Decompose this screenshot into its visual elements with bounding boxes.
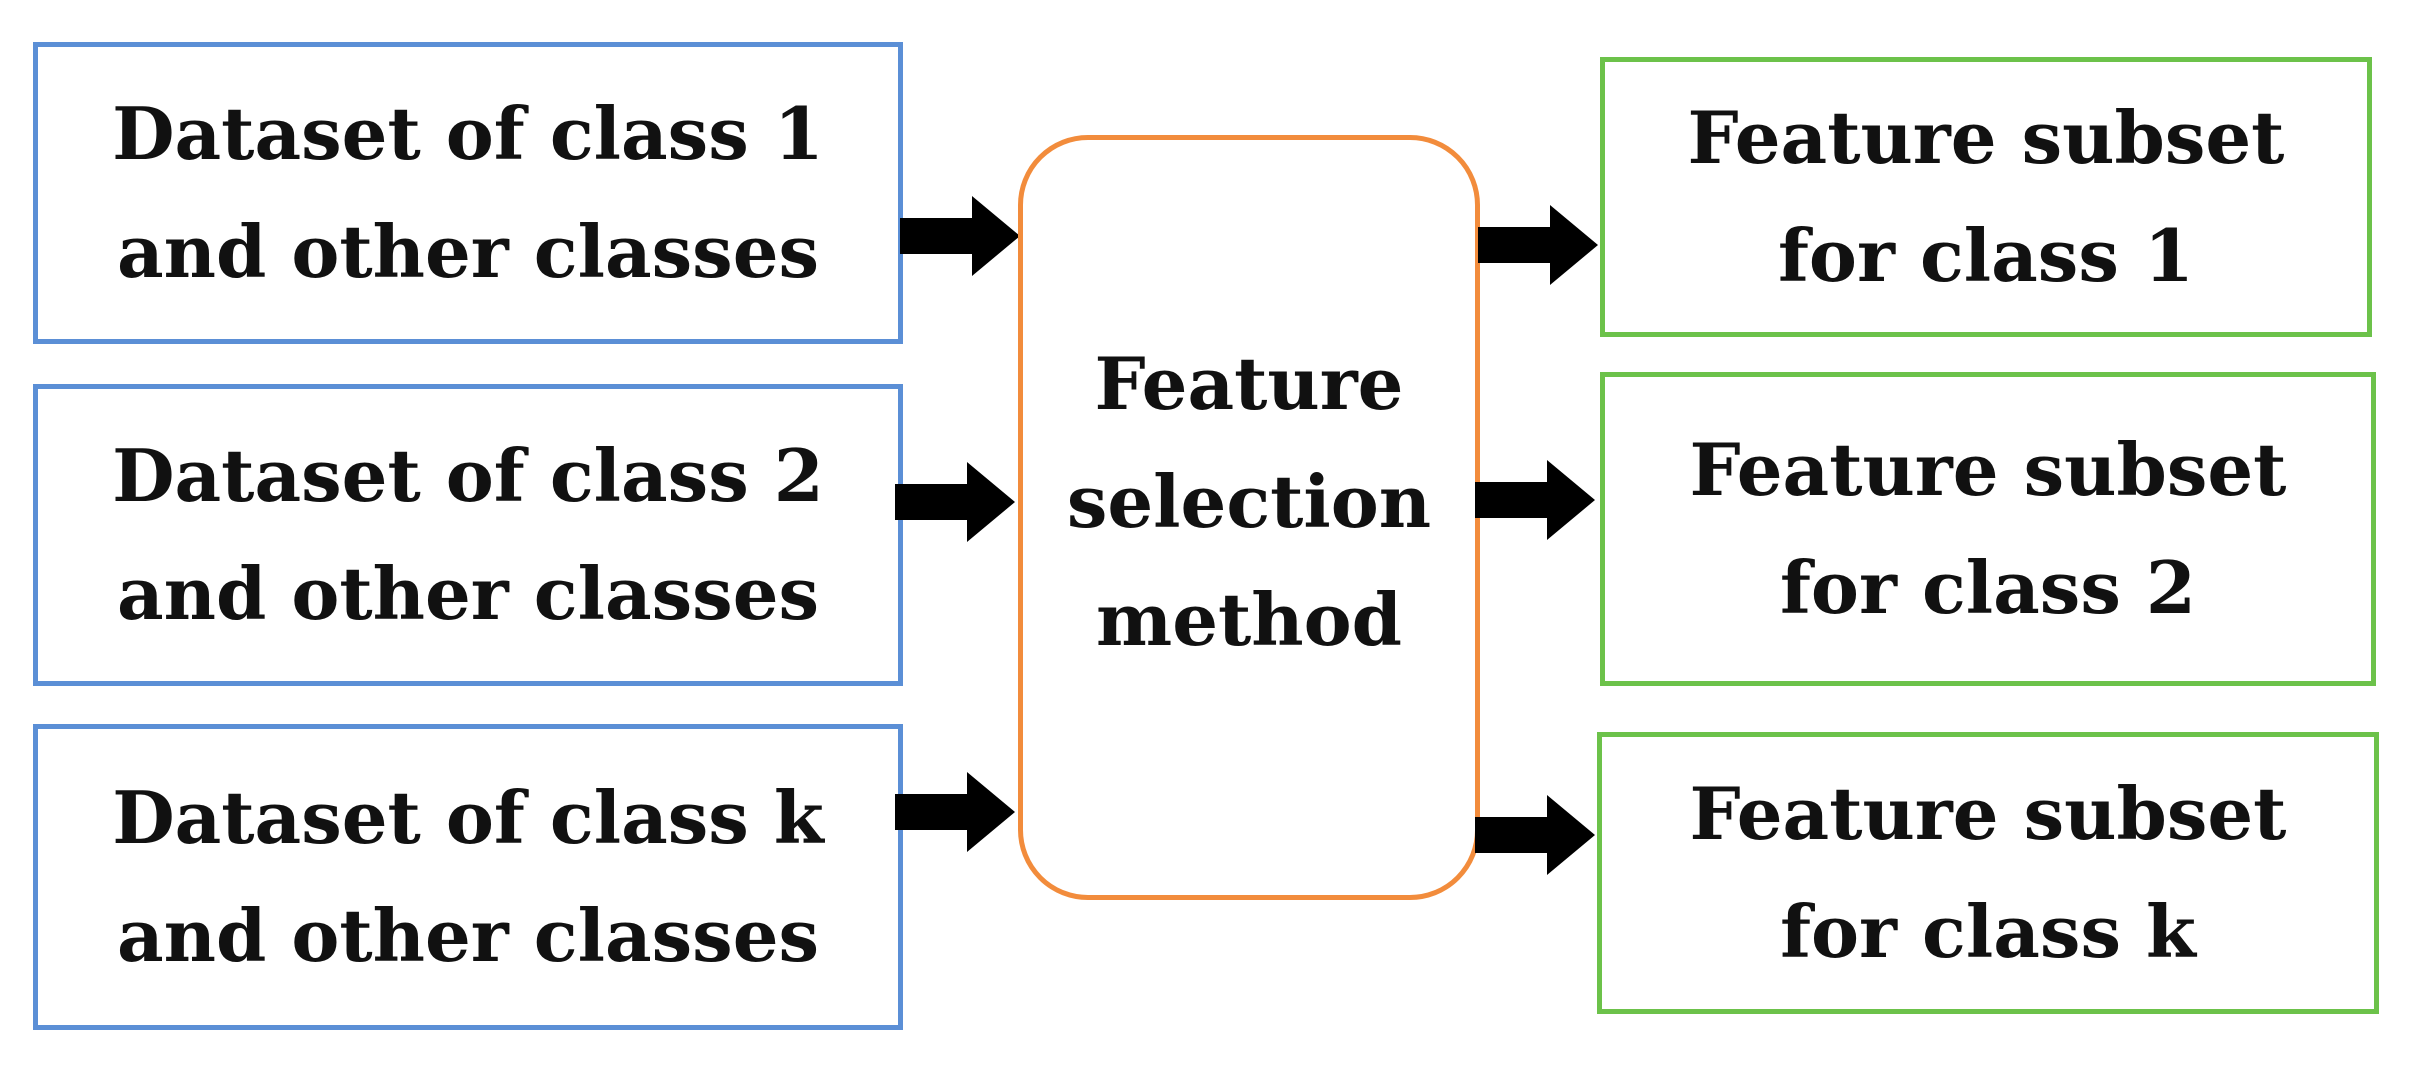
output-box-class-2: Feature subset for class 2 [1600, 372, 2376, 686]
feature-selection-method-box: Feature selection method [1018, 135, 1480, 900]
arrow-right-icon [1478, 205, 1598, 285]
output-box-class-1: Feature subset for class 1 [1600, 57, 2372, 337]
arrow-right-icon [895, 772, 1015, 852]
output-box-class-k-line-2: for class k [1780, 889, 2196, 974]
arrow-method-to-output-1 [1478, 205, 1598, 285]
output-box-class-1-line-2: for class 1 [1777, 213, 2195, 298]
output-box-class-k-line-1: Feature subset [1689, 771, 2287, 856]
input-box-class-k-line-2: and other classes [116, 893, 820, 978]
arrow-right-icon [1475, 460, 1595, 540]
output-box-class-2-line-1: Feature subset [1689, 427, 2287, 512]
arrow-input-k-to-method [895, 772, 1015, 852]
input-box-class-1-line-1: Dataset of class 1 [112, 91, 824, 176]
input-box-class-2-line-1: Dataset of class 2 [112, 433, 824, 518]
input-box-class-k-line-1: Dataset of class k [112, 775, 824, 860]
input-box-class-2-line-2: and other classes [116, 551, 820, 636]
arrow-input-2-to-method [895, 462, 1015, 542]
output-box-class-2-line-2: for class 2 [1779, 545, 2197, 630]
arrow-method-to-output-k [1475, 795, 1595, 875]
method-line-3: method [1096, 577, 1402, 662]
input-box-class-1-line-2: and other classes [116, 209, 820, 294]
input-box-class-2: Dataset of class 2 and other classes [33, 384, 903, 686]
arrow-input-1-to-method [900, 196, 1020, 276]
output-box-class-1-line-1: Feature subset [1687, 95, 2285, 180]
method-line-1: Feature [1094, 341, 1404, 426]
input-box-class-1: Dataset of class 1 and other classes [33, 42, 903, 344]
arrow-right-icon [1475, 795, 1595, 875]
method-line-2: selection [1066, 459, 1432, 544]
output-box-class-k: Feature subset for class k [1597, 732, 2379, 1014]
arrow-right-icon [900, 196, 1020, 276]
arrow-method-to-output-2 [1475, 460, 1595, 540]
arrow-right-icon [895, 462, 1015, 542]
input-box-class-k: Dataset of class k and other classes [33, 724, 903, 1030]
